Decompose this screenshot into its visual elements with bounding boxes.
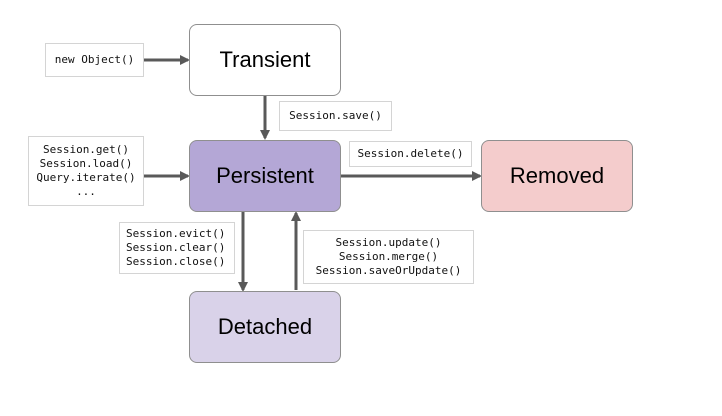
- state-transient-label: Transient: [219, 47, 311, 72]
- note-new-object-line: new Object(): [54, 53, 135, 66]
- note-new-object: new Object(): [45, 43, 144, 77]
- note-update-line: Session.update(): [335, 236, 442, 249]
- note-clear-line: Session.clear(): [126, 241, 226, 254]
- note-saveorupdate-line: Session.saveOrUpdate(): [315, 264, 462, 277]
- note-close-line: Session.close(): [126, 255, 226, 268]
- note-session-update: Session.update() Session.merge() Session…: [303, 230, 474, 284]
- note-iterate-line: Query.iterate(): [36, 171, 136, 184]
- note-load-line: Session.load(): [39, 157, 133, 170]
- note-merge-line: Session.merge(): [338, 250, 439, 263]
- note-session-save: Session.save(): [279, 101, 392, 131]
- state-persistent-label: Persistent: [216, 163, 314, 188]
- note-session-evict: Session.evict() Session.clear() Session.…: [119, 222, 235, 274]
- note-get-line: Session.get(): [42, 143, 130, 156]
- note-ellipsis-line: ...: [76, 185, 96, 198]
- note-session-delete: Session.delete(): [349, 141, 472, 167]
- state-removed: Removed: [481, 140, 633, 212]
- note-session-save-line: Session.save(): [289, 109, 382, 122]
- note-evict-line: Session.evict(): [126, 227, 226, 240]
- state-removed-label: Removed: [509, 163, 605, 188]
- state-detached: Detached: [189, 291, 341, 363]
- state-detached-label: Detached: [217, 314, 313, 339]
- state-persistent: Persistent: [189, 140, 341, 212]
- note-session-delete-line: Session.delete(): [357, 147, 464, 160]
- note-session-get: Session.get() Session.load() Query.itera…: [28, 136, 144, 206]
- state-transient: Transient: [189, 24, 341, 96]
